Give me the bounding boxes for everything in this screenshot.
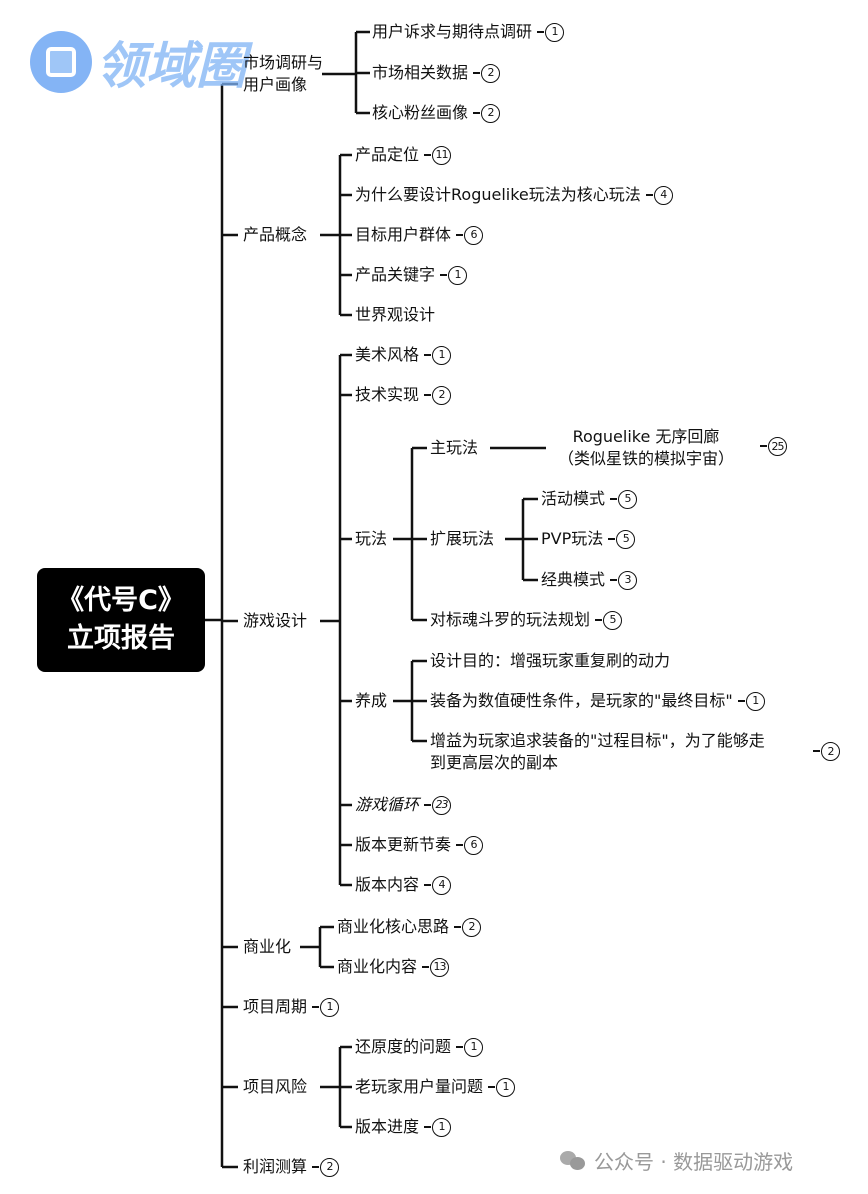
count-badge[interactable]: 1 xyxy=(537,22,565,42)
count-badge[interactable]: 2 xyxy=(312,1157,340,1177)
count-badge[interactable]: 6 xyxy=(456,835,484,855)
node-growth-item[interactable]: 增益为玩家追求装备的"过程目标"，为了能够走到更高层次的副本 xyxy=(430,731,765,772)
node-growth-item[interactable]: 设计目的：增强玩家重复刷的动力 xyxy=(430,651,671,670)
count-badge[interactable]: 1 xyxy=(737,691,765,711)
count-badge[interactable]: 1 xyxy=(456,1037,484,1057)
node-growth[interactable]: 养成 xyxy=(355,691,388,710)
node-growth-item[interactable]: 装备为数值硬性条件，是玩家的"最终目标"1 xyxy=(430,690,765,712)
node-concept-item[interactable]: 世界观设计 xyxy=(355,305,436,324)
count-badge[interactable]: 2 xyxy=(424,385,452,405)
node-main-gameplay-detail[interactable]: Roguelike 无序回廊（类似星铁的模拟宇宙） xyxy=(557,427,734,468)
count-badge[interactable]: 25 xyxy=(760,437,787,456)
logo-icon xyxy=(30,31,92,93)
node-risk[interactable]: 项目风险 xyxy=(243,1077,308,1096)
node-concept[interactable]: 产品概念 xyxy=(243,225,308,244)
count-badge[interactable]: 2 xyxy=(473,103,501,123)
node-biz[interactable]: 商业化 xyxy=(243,937,292,956)
root-node[interactable]: 《代号C》立项报告 xyxy=(37,568,205,672)
count-badge[interactable]: 1 xyxy=(488,1077,516,1097)
count-badge[interactable]: 13 xyxy=(422,957,450,977)
node-main-gameplay[interactable]: 主玩法 xyxy=(430,438,479,457)
count-badge[interactable]: 2 xyxy=(813,742,840,761)
count-badge[interactable]: 1 xyxy=(424,1117,452,1137)
node-market[interactable]: 市场调研与用户画像 xyxy=(243,53,324,94)
count-badge[interactable]: 2 xyxy=(454,917,482,937)
count-badge[interactable]: 4 xyxy=(424,875,452,895)
count-badge[interactable]: 3 xyxy=(610,570,638,590)
count-badge[interactable]: 11 xyxy=(424,145,452,165)
count-badge[interactable]: 23 xyxy=(424,795,452,815)
node-design[interactable]: 游戏设计 xyxy=(243,611,308,630)
count-badge[interactable]: 5 xyxy=(610,489,638,509)
count-badge[interactable]: 5 xyxy=(608,529,636,549)
watermark-logo: 领域圈 xyxy=(30,26,246,98)
count-badge[interactable]: 6 xyxy=(456,225,484,245)
count-badge[interactable]: 5 xyxy=(595,610,623,630)
count-badge[interactable]: 4 xyxy=(645,185,673,205)
count-badge[interactable]: 1 xyxy=(424,345,452,365)
footer-watermark: 公众号 · 数据驱动游戏 xyxy=(560,1146,793,1175)
node-growth-count[interactable]: 2 xyxy=(808,742,840,761)
count-badge[interactable]: 2 xyxy=(473,63,501,83)
node-gameplay[interactable]: 玩法 xyxy=(355,529,388,548)
node-ext-gameplay[interactable]: 扩展玩法 xyxy=(430,529,495,548)
count-badge[interactable]: 1 xyxy=(440,265,468,285)
count-badge[interactable]: 1 xyxy=(312,997,340,1017)
wechat-icon xyxy=(560,1150,586,1171)
node-main-gameplay-count[interactable]: 25 xyxy=(755,437,787,456)
